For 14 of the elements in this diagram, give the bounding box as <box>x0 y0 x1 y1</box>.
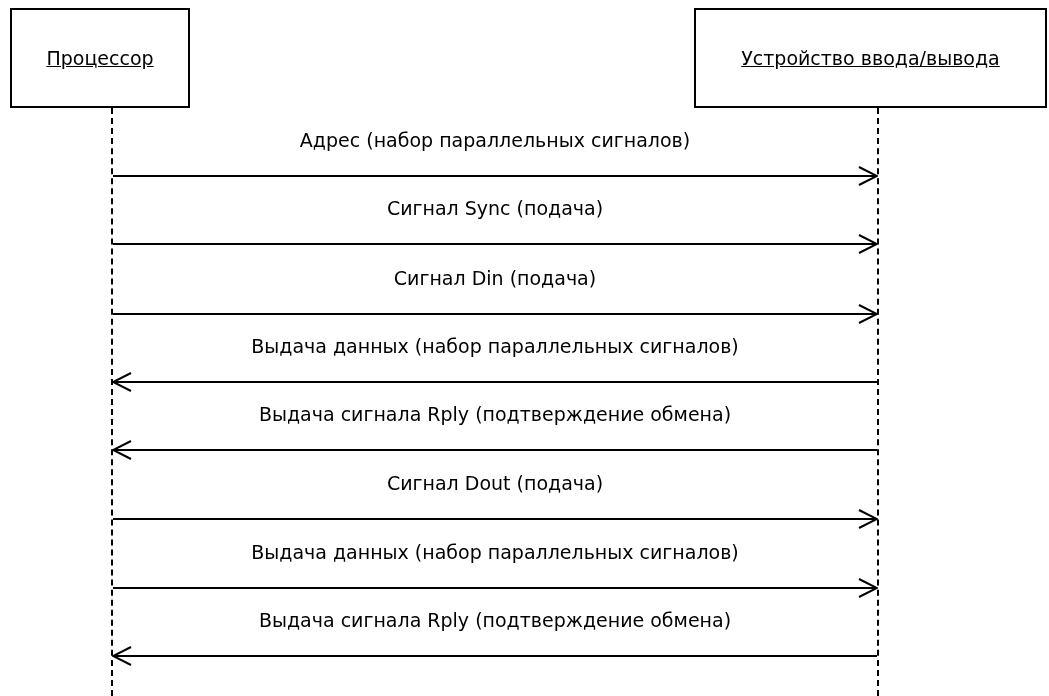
message-arrow <box>112 440 878 460</box>
message-arrow <box>112 234 878 254</box>
message-arrow <box>112 304 878 324</box>
message-arrow <box>112 578 878 598</box>
participant-name: Процессор <box>46 47 154 69</box>
message-arrow <box>112 166 878 186</box>
message-arrow <box>112 372 878 392</box>
participant-box <box>10 8 190 108</box>
message-arrow <box>112 646 878 666</box>
message-arrow <box>112 509 878 529</box>
participant-box <box>694 8 1047 108</box>
lifeline <box>877 108 879 696</box>
participant-name: Устройство ввода/вывода <box>741 47 1000 69</box>
lifeline <box>111 108 113 696</box>
